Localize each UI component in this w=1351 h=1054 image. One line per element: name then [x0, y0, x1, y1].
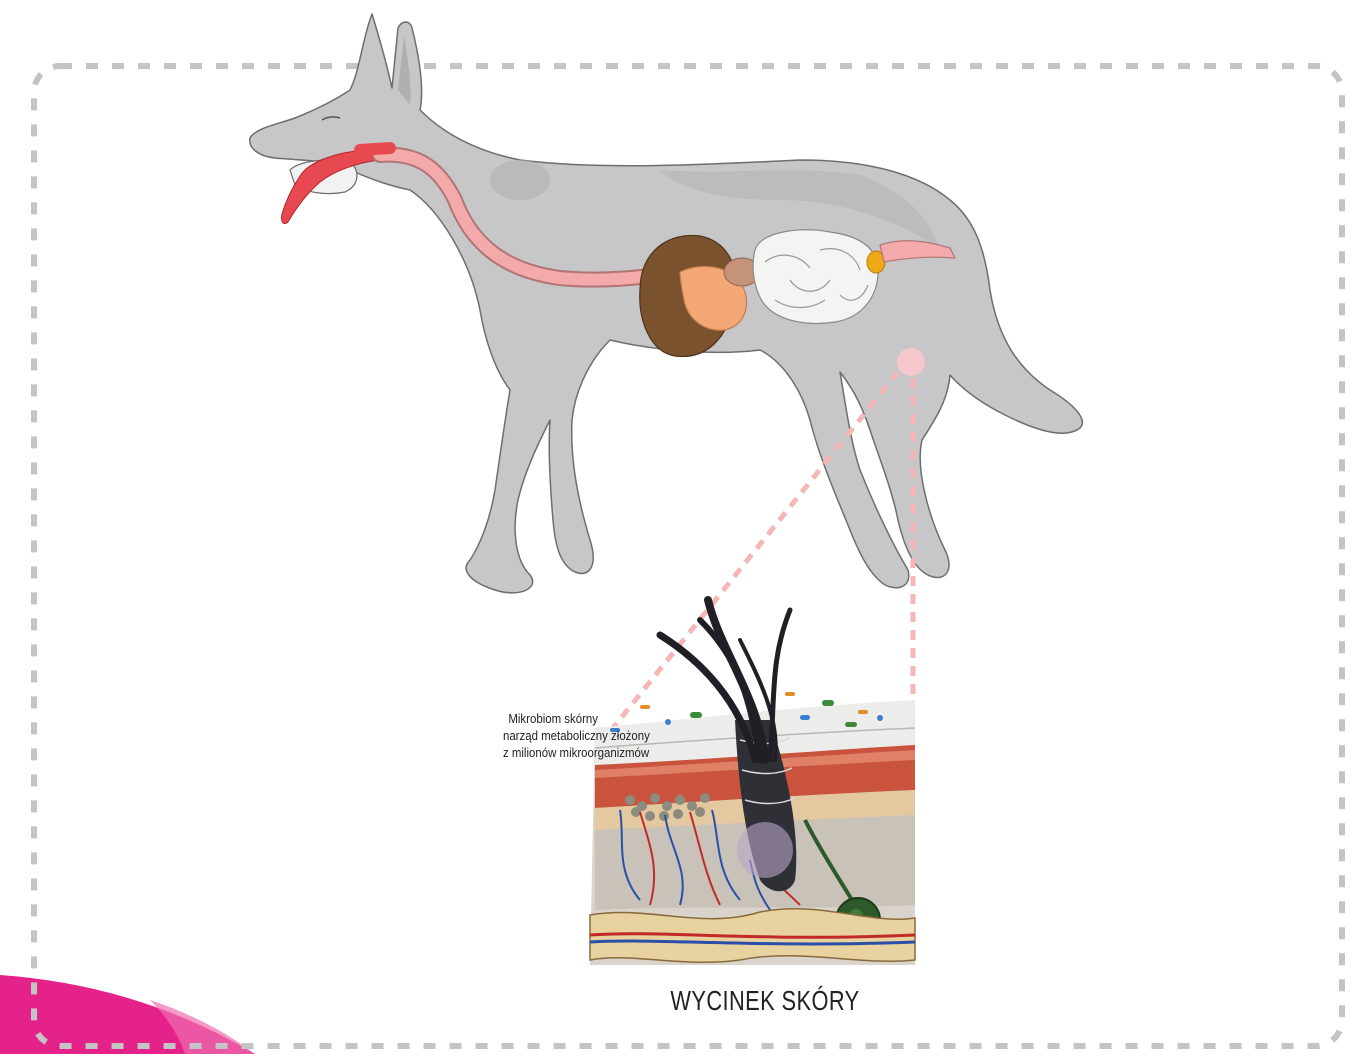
- esophagus-top: [360, 148, 390, 150]
- intestines: [753, 230, 878, 324]
- caption-line-2: narząd metaboliczny złożony: [503, 727, 598, 744]
- dog-mouth: [281, 150, 380, 224]
- skin-sample-spot: [897, 348, 925, 376]
- skin-microbiome-caption: Mikrobiom skórny narząd metaboliczny zło…: [503, 710, 598, 761]
- caption-line-1: Mikrobiom skórny: [503, 710, 598, 727]
- caption-line-3: z milionów mikroorganizmów: [503, 744, 598, 761]
- skin-section-title: WYCINEK SKÓRY: [660, 985, 871, 1017]
- skin-cross-section: [590, 600, 915, 965]
